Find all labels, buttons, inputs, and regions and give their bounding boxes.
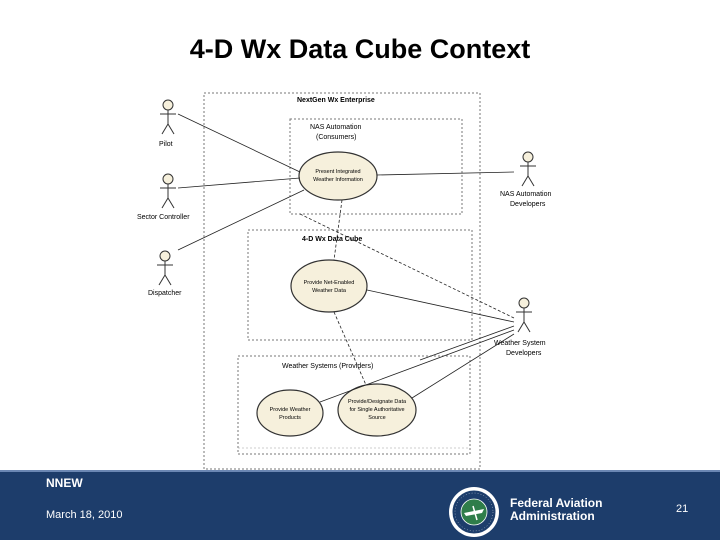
weather-systems-frame [237,355,471,455]
usecase-designate-line2: for Single Authoritative [349,407,404,413]
usecase-present-line1: Present Integrated [315,169,360,175]
usecase-provide-net-enabled [290,259,368,313]
dependency-present-netenabled [333,199,343,261]
actor-nas-developers-label2: Developers [510,201,546,208]
footer-bar [0,470,720,540]
page-number: 21 [676,503,689,515]
assoc-wxdev-netenabled [366,289,515,323]
enterprise-label: NextGen Wx Enterprise [297,97,375,104]
assoc-dispatcher-present [177,189,305,251]
nas-automation-sub: (Consumers) [316,134,356,141]
actor-sector-controller-label: Sector Controller [137,214,190,221]
usecase-products-line1: Provide Weather [270,407,311,413]
nas-automation-label: NAS Automation [310,124,361,131]
footer-nnew-label: NNEW [46,476,83,490]
faa-seal-icon [449,487,499,537]
usecase-designate-data [337,383,417,437]
assoc-controller-present [177,177,301,189]
data-cube-frame [247,229,473,341]
assoc-wxdev-weather-frame [419,325,515,361]
usecase-provide-net-line2: Weather Data [312,288,347,294]
actor-pilot-label: Pilot [159,141,173,148]
assoc-wxdev-products [319,329,515,403]
actor-pilot [160,99,176,135]
use-case-diagram: NextGen Wx Enterprise NAS Automation (Co… [137,92,551,470]
usecase-present-integrated [298,151,378,201]
assoc-wxdev-designate [411,333,515,399]
nas-automation-frame [289,118,463,215]
actor-nas-developers-label1: NAS Automation [500,191,551,198]
usecase-designate-line1: Provide/Designate Data [348,399,407,405]
data-cube-label: 4-D Wx Data Cube [302,236,362,243]
usecase-present-line2: Weather Information [313,177,363,183]
assoc-pilot-present [177,113,301,173]
footer-date: March 18, 2010 [46,509,123,521]
assoc-nasdev-present [376,171,515,176]
actor-sector-controller [160,173,176,209]
slide-title: 4-D Wx Data Cube Context [189,34,531,64]
actor-dispatcher [157,250,173,286]
actor-nas-automation-developers [520,151,536,187]
actor-dispatcher-label: Dispatcher [148,290,182,297]
usecase-provide-products [256,389,324,437]
footer-org-line1: Federal Aviation [510,496,603,510]
actor-weather-system-developers [516,297,532,333]
dependency-netenabled-designate [333,311,367,386]
actor-weather-developers-label1: Weather System [494,340,546,347]
enterprise-frame [203,92,481,470]
usecase-provide-net-line1: Provide Net-Enabled [304,280,355,286]
usecase-products-line2: Products [279,415,301,421]
footer-org-line2: Administration [510,509,595,523]
weather-systems-label: Weather Systems (Providers) [282,363,373,370]
actor-weather-developers-label2: Developers [506,350,542,357]
usecase-designate-line3: Source [368,415,385,421]
